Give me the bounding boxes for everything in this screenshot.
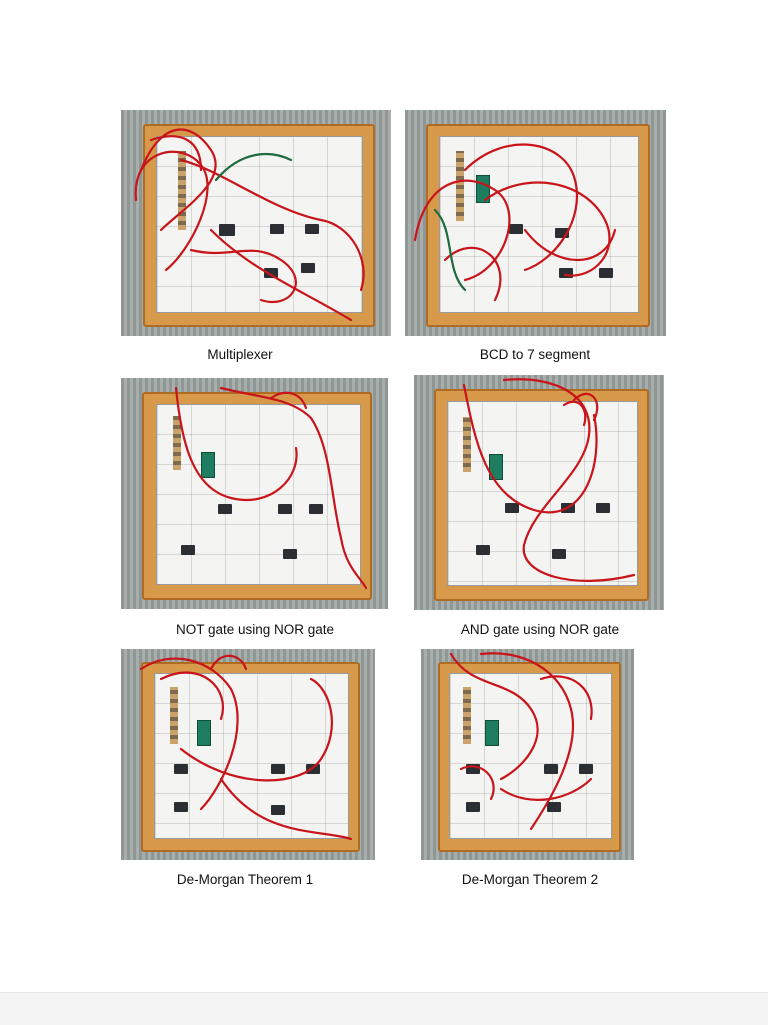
board-panel bbox=[448, 672, 613, 839]
trainer-board bbox=[142, 123, 375, 327]
figure-photo-not-gate bbox=[121, 378, 388, 609]
trainer-board bbox=[142, 391, 372, 600]
figure-caption: Multiplexer bbox=[207, 347, 273, 362]
trainer-board bbox=[438, 661, 622, 852]
figure-caption: AND gate using NOR gate bbox=[460, 622, 620, 637]
wires bbox=[449, 652, 593, 831]
wires bbox=[413, 143, 617, 302]
trainer-board bbox=[141, 661, 360, 852]
trainer-board bbox=[425, 123, 651, 327]
figure-photo-bcd-7segment bbox=[405, 110, 666, 336]
figure-photo-and-gate bbox=[414, 375, 664, 610]
board-panel bbox=[156, 135, 364, 313]
figure-caption: NOT gate using NOR gate bbox=[175, 622, 335, 637]
figure-photo-de-morgan-1 bbox=[121, 649, 375, 860]
figure-caption: De-Morgan Theorem 1 bbox=[176, 872, 314, 887]
figure-caption: De-Morgan Theorem 2 bbox=[461, 872, 599, 887]
figure-photo-multiplexer bbox=[121, 110, 391, 336]
wires bbox=[462, 378, 636, 582]
page-footer-strip bbox=[0, 992, 768, 1025]
figure-caption: BCD to 7 segment bbox=[479, 347, 591, 362]
figure-photo-de-morgan-2 bbox=[421, 649, 634, 860]
wires bbox=[134, 128, 365, 322]
wires bbox=[174, 386, 368, 590]
board-panel bbox=[438, 135, 640, 313]
trainer-board bbox=[434, 389, 649, 601]
wires bbox=[139, 654, 353, 841]
board-panel bbox=[446, 401, 639, 587]
board-panel bbox=[155, 404, 361, 586]
